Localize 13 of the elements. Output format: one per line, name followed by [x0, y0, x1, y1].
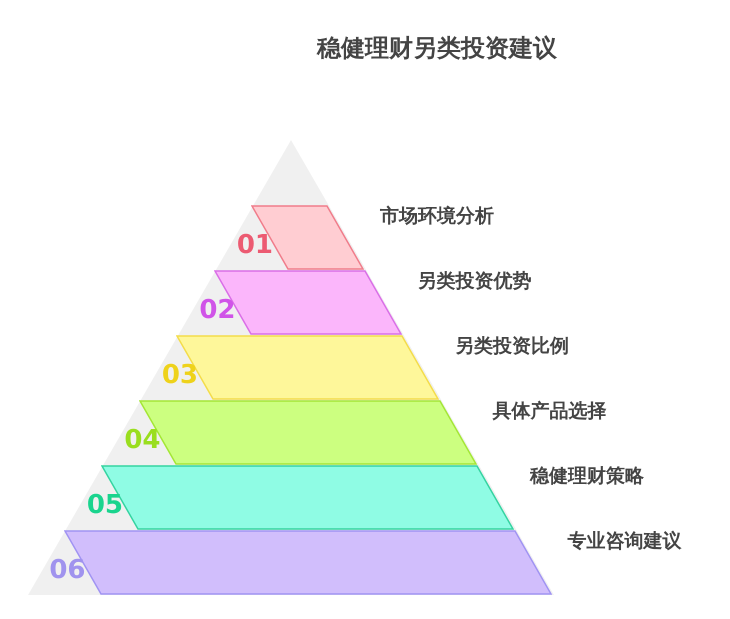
step-label: 市场环境分析	[380, 207, 494, 226]
step-number: 05	[86, 492, 123, 518]
title: 稳健理财另类投资建议	[316, 33, 558, 64]
step-number: 03	[162, 362, 198, 388]
step-label: 具体产品选择	[492, 402, 606, 421]
step-number: 04	[124, 427, 160, 453]
step-number: 02	[199, 297, 236, 323]
step-label: 另类投资优势	[418, 272, 532, 291]
step-label: 专业咨询建议	[568, 532, 682, 551]
step-label: 稳健理财策略	[530, 467, 644, 486]
step-number: 06	[49, 557, 86, 583]
step-label: 另类投资比例	[455, 337, 569, 356]
step-number: 01	[236, 232, 273, 258]
